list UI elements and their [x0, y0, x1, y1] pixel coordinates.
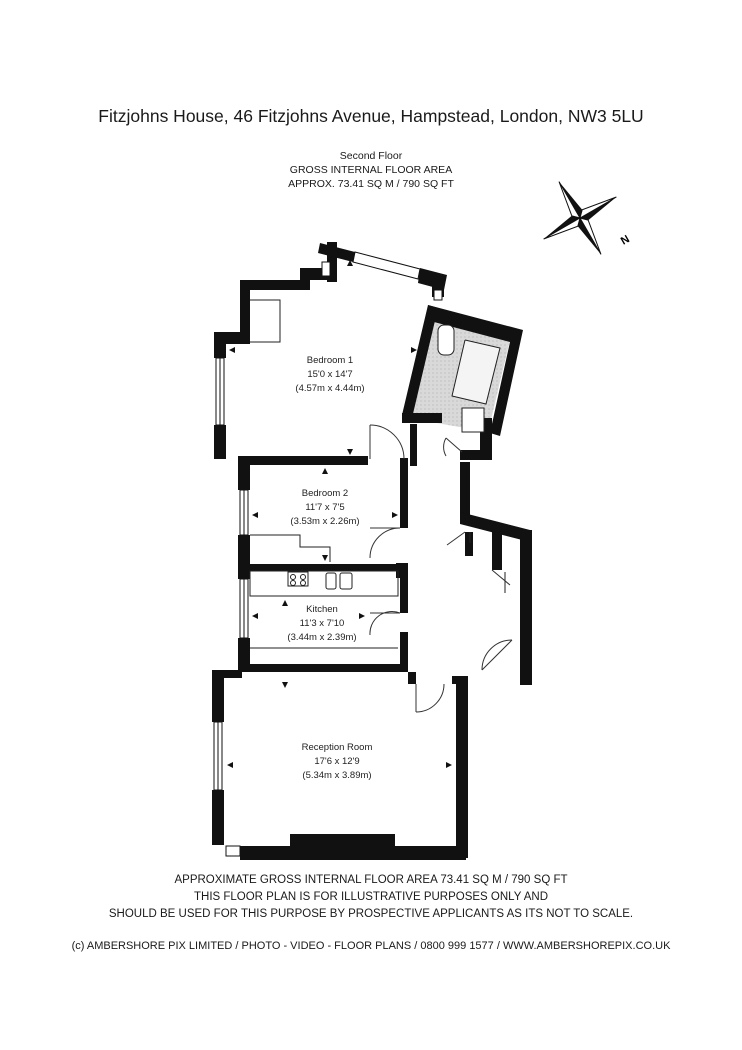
fixtures: [249, 299, 506, 649]
area-label: GROSS INTERNAL FLOOR AREA: [289, 164, 453, 176]
page-title: Fitzjohns House, 46 Fitzjohns Avenue, Ha…: [98, 106, 644, 126]
copyright-line: (c) AMBERSHORE PIX LIMITED / PHOTO - VID…: [71, 940, 671, 952]
floor-info: Second Floor GROSS INTERNAL FLOOR AREA A…: [0, 149, 742, 191]
room-imperial: 11'3 x 7'10: [300, 618, 345, 629]
area-value: APPROX. 73.41 SQ M / 790 SQ FT: [288, 178, 454, 190]
room-metric: (3.53m x 2.26m): [290, 516, 359, 527]
compass-north-label: N: [619, 233, 632, 247]
room-metric: (3.44m x 2.39m): [287, 632, 356, 643]
room-metric: (4.57m x 4.44m): [295, 383, 364, 394]
compass-icon: [543, 181, 617, 255]
footer-note-line: SHOULD BE USED FOR THIS PURPOSE BY PROSP…: [108, 908, 634, 920]
windows: [213, 251, 443, 857]
dimension-markers: [227, 260, 452, 768]
footer-note-line: APPROXIMATE GROSS INTERNAL FLOOR AREA 73…: [174, 874, 568, 886]
doors: [369, 424, 513, 713]
room-name: Bedroom 2: [302, 488, 348, 499]
room-imperial: 11'7 x 7'5: [305, 502, 344, 513]
room-imperial: 17'6 x 12'9: [314, 756, 359, 767]
room-metric: (5.34m x 3.89m): [302, 770, 371, 781]
room-bedroom-2: Bedroom 2 11'7 x 7'5 (3.53m x 2.26m): [290, 488, 359, 527]
room-kitchen: Kitchen 11'3 x 7'10 (3.44m x 2.39m): [287, 604, 356, 643]
floor-name: Second Floor: [339, 150, 403, 162]
room-imperial: 15'0 x 14'7: [307, 369, 352, 380]
room-name: Kitchen: [306, 604, 338, 615]
footer-notes: APPROXIMATE GROSS INTERNAL FLOOR AREA 73…: [0, 872, 742, 923]
walls: [212, 242, 532, 860]
room-name: Reception Room: [302, 742, 373, 753]
footer-note-line: THIS FLOOR PLAN IS FOR ILLUSTRATIVE PURP…: [193, 891, 549, 903]
room-name: Bedroom 1: [307, 355, 353, 366]
room-bedroom-1: Bedroom 1 15'0 x 14'7 (4.57m x 4.44m): [295, 355, 364, 394]
room-reception: Reception Room 17'6 x 12'9 (5.34m x 3.89…: [302, 742, 373, 781]
